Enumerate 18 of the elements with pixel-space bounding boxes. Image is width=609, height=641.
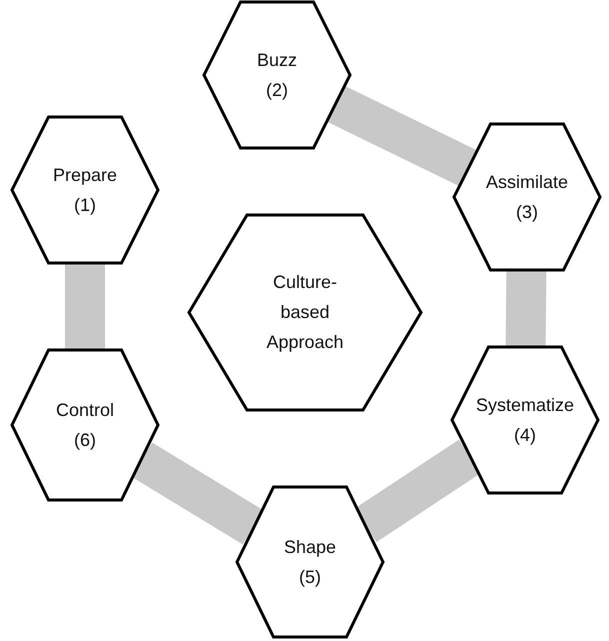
node-label: Shape (5)	[284, 536, 336, 589]
hexagon-node	[12, 350, 158, 500]
node-label: Culture-based Approach	[266, 271, 344, 354]
connector-band	[327, 86, 477, 186]
hexagon-node	[237, 487, 383, 637]
node-label: Systematize (4)	[476, 394, 574, 447]
connector-band	[131, 442, 264, 545]
node-label: Prepare (1)	[52, 164, 118, 217]
hexagon-node	[454, 124, 600, 270]
hexagon-node	[452, 347, 598, 493]
node-label: Buzz (2)	[256, 49, 298, 102]
hexagon-node	[189, 214, 421, 410]
connector-band	[506, 270, 546, 348]
hexagon-node	[12, 117, 158, 263]
node-label: Assimilate (3)	[486, 171, 568, 224]
node-label: Control (6)	[56, 399, 114, 452]
hexagon-node	[204, 2, 350, 148]
connector-band	[65, 263, 105, 350]
